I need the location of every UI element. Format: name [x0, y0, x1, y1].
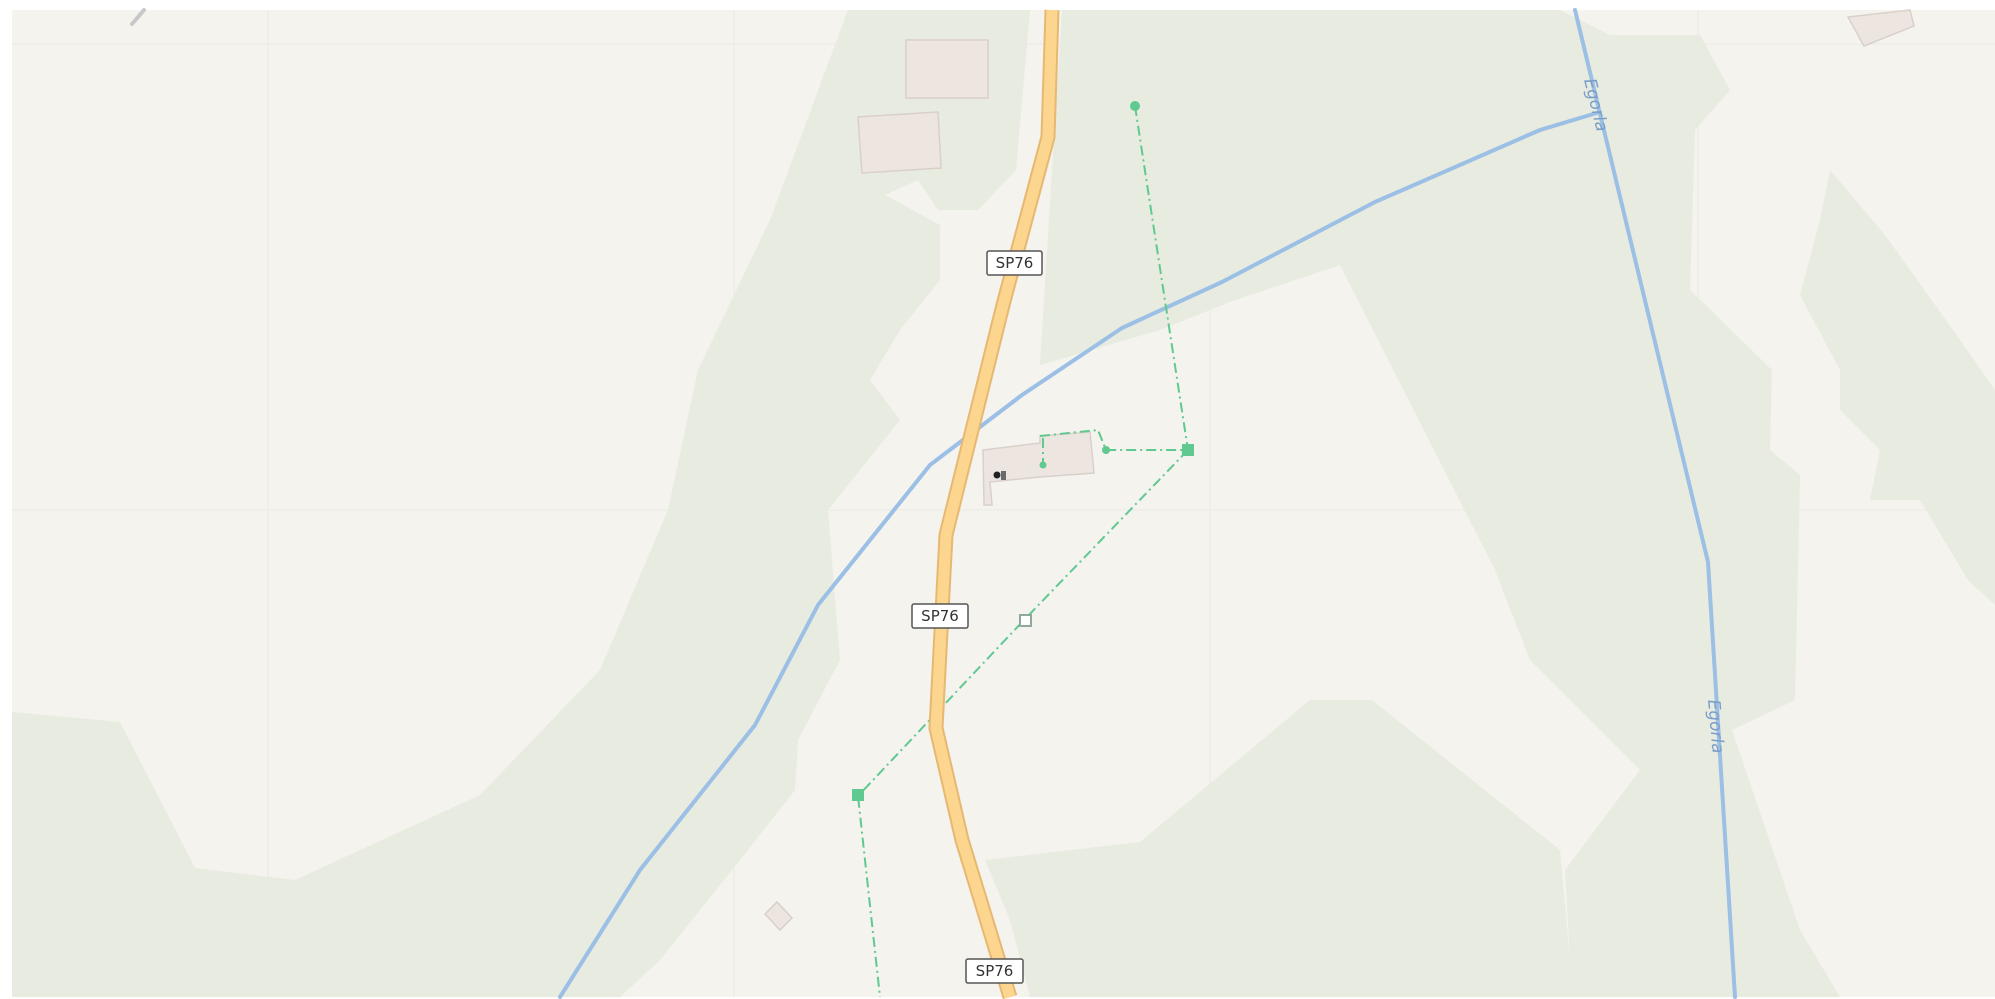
buildings — [763, 9, 1915, 932]
river-label: Egorla — [1703, 699, 1728, 755]
woodland-bottom — [985, 700, 1600, 997]
woodland-left-strip — [12, 10, 1030, 997]
partial-label-fragment — [130, 8, 146, 26]
road-shield: SP76 — [911, 603, 969, 629]
building — [763, 900, 794, 932]
building — [1846, 9, 1915, 47]
building — [857, 111, 942, 174]
power-features — [852, 101, 1194, 801]
road-shield-label: SP76 — [976, 962, 1014, 980]
power-tower-icon — [852, 789, 864, 801]
place-of-worship-icon — [993, 471, 1006, 480]
building-church — [982, 431, 1095, 506]
power-pole-icon — [1039, 461, 1047, 469]
power-tower-icon — [1182, 444, 1194, 456]
woodland-areas — [12, 10, 1995, 997]
road-shield-label: SP76 — [921, 607, 959, 625]
road-shield-label: SP76 — [996, 254, 1034, 272]
woodland-right — [1800, 170, 1995, 605]
power-pole-icon — [1102, 446, 1110, 454]
stream — [558, 110, 1602, 999]
river-egorla — [1573, 8, 1737, 999]
road-fill — [930, 9, 1058, 999]
rivers — [558, 8, 1737, 999]
power-line-segment — [1039, 428, 1188, 451]
power-line-segment — [1134, 105, 1189, 451]
power-pole-icon — [1130, 101, 1140, 111]
power-tower-icon — [1019, 614, 1032, 627]
road-shield: SP76 — [965, 958, 1024, 984]
building — [905, 39, 989, 99]
woodland-center — [1040, 10, 1840, 997]
road-shield: SP76 — [986, 250, 1043, 276]
road-sp76[interactable] — [928, 9, 1060, 999]
